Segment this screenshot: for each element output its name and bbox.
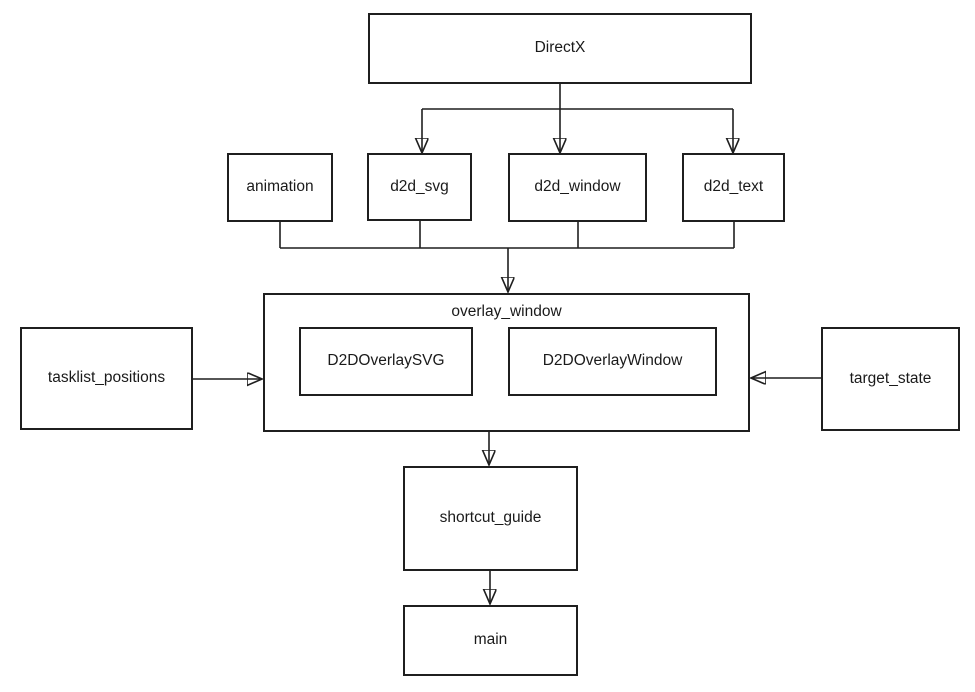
node-target-state: target_state: [821, 327, 960, 431]
node-d2d-overlay-window-label: D2DOverlayWindow: [542, 352, 683, 370]
node-shortcut-guide-label: shortcut_guide: [439, 509, 542, 527]
node-d2d-overlay-window: D2DOverlayWindow: [508, 327, 717, 396]
node-main-label: main: [473, 631, 508, 649]
node-d2d-overlay-svg: D2DOverlaySVG: [299, 327, 473, 396]
node-animation-label: animation: [246, 178, 314, 196]
node-directx: DirectX: [368, 13, 752, 84]
node-d2d-svg: d2d_svg: [367, 153, 472, 221]
node-main: main: [403, 605, 578, 676]
node-tasklist-positions: tasklist_positions: [20, 327, 193, 430]
node-d2d-text: d2d_text: [682, 153, 785, 222]
node-overlay-window-label: overlay_window: [451, 303, 562, 320]
node-animation: animation: [227, 153, 333, 222]
node-tasklist-positions-label: tasklist_positions: [47, 369, 166, 387]
node-directx-label: DirectX: [534, 39, 586, 57]
node-d2d-overlay-svg-label: D2DOverlaySVG: [327, 352, 445, 370]
node-overlay-window: overlay_window: [263, 293, 750, 432]
node-d2d-window-label: d2d_window: [534, 178, 621, 196]
node-d2d-window: d2d_window: [508, 153, 647, 222]
node-target-state-label: target_state: [849, 369, 932, 387]
node-d2d-svg-label: d2d_svg: [390, 177, 449, 195]
node-shortcut-guide: shortcut_guide: [403, 466, 578, 571]
node-d2d-text-label: d2d_text: [703, 178, 764, 196]
